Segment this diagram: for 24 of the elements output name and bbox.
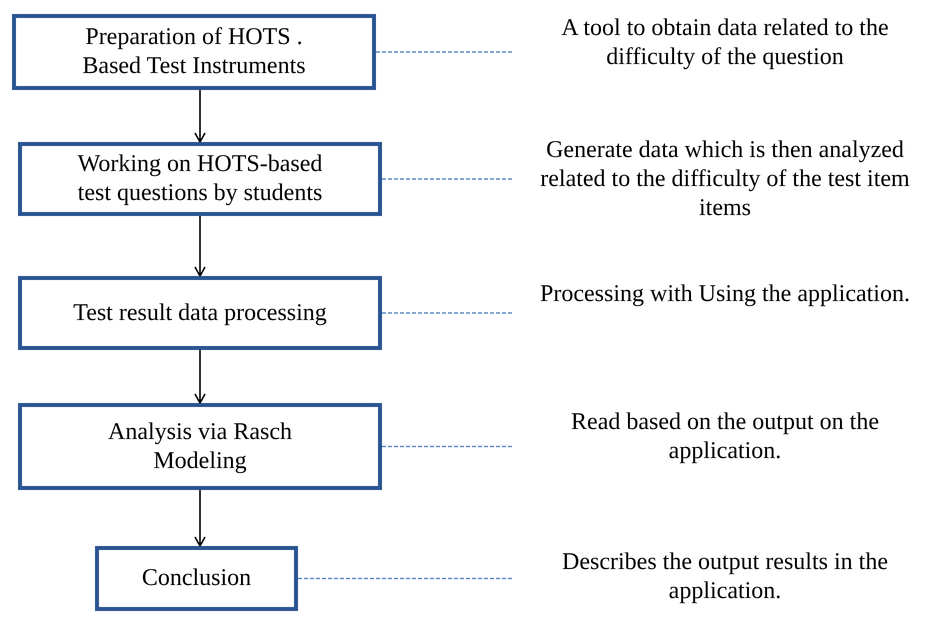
step-label: Preparation of HOTS . Based Test Instruments — [81, 23, 307, 81]
process-box — [18, 142, 382, 216]
process-box — [12, 14, 376, 90]
connector-line — [382, 178, 512, 180]
description-text: Read based on the output on the application. — [570, 408, 880, 466]
process-box — [18, 403, 382, 490]
arrow — [194, 490, 206, 547]
step-label: Analysis via Rasch Modeling — [107, 418, 293, 476]
description-text: Describes the output results in the application. — [561, 548, 889, 606]
step-label: Conclusion — [142, 564, 252, 593]
step-label: Working on HOTS-based test questions by students — [76, 150, 324, 208]
connector-line — [376, 51, 512, 53]
process-box — [18, 276, 382, 350]
arrow — [194, 350, 206, 404]
arrow — [194, 216, 206, 277]
connector-line — [382, 312, 512, 314]
arrow — [194, 90, 206, 143]
connector-line — [382, 446, 512, 448]
process-box — [95, 546, 298, 611]
connector-line — [298, 578, 512, 580]
description-text: Processing with Using the application. — [540, 280, 910, 309]
description-text: Generate data which is then analyzed related to the difficulty of the test item items — [539, 136, 911, 223]
step-label: Test result data processing — [73, 298, 327, 328]
description-text: A tool to obtain data related to the difficulty of the question — [560, 14, 890, 72]
